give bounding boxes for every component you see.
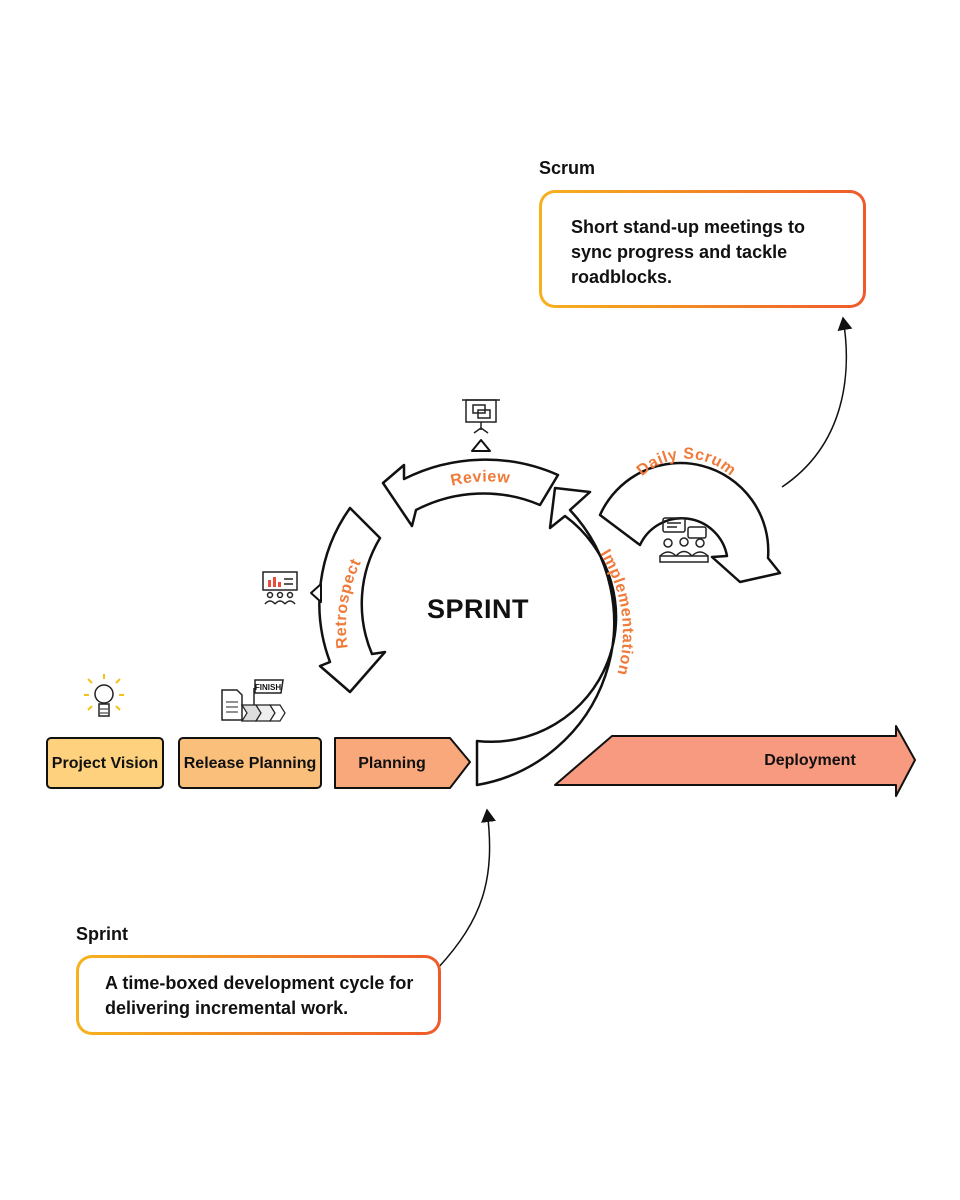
retrospect-arc bbox=[318, 506, 387, 694]
release-planning-box bbox=[178, 737, 322, 789]
sprint-callout-box: A time-boxed development cycle for deliv… bbox=[76, 955, 441, 1035]
review-label: Review bbox=[449, 468, 511, 489]
presentation-board-icon bbox=[462, 399, 500, 434]
project-vision-box bbox=[46, 737, 164, 789]
planning-arrow bbox=[334, 737, 471, 789]
team-meeting-icon bbox=[659, 517, 709, 563]
scrum-callout-text: Short stand-up meetings to sync progress… bbox=[542, 193, 863, 305]
sprint-center-title: SPRINT bbox=[427, 594, 530, 624]
review-pointer-icon bbox=[471, 439, 491, 452]
finish-flag-text: FINISH bbox=[255, 683, 281, 692]
review-arc bbox=[381, 458, 560, 528]
daily-scrum-arc bbox=[598, 461, 782, 584]
sprint-callout-title: Sprint bbox=[76, 924, 128, 944]
sprint-callout-text: A time-boxed development cycle for deliv… bbox=[79, 958, 438, 1032]
scrum-callout-box: Short stand-up meetings to sync progress… bbox=[539, 190, 866, 308]
lightbulb-icon bbox=[84, 674, 124, 717]
scrum-connector-arrow bbox=[781, 316, 853, 488]
sprint-connector-arrow bbox=[437, 808, 496, 969]
meeting-chart-icon bbox=[262, 571, 298, 605]
scrum-callout-title: Scrum bbox=[539, 158, 596, 178]
deployment-arrow bbox=[554, 725, 916, 797]
implementation-arc bbox=[475, 486, 618, 787]
retrospect-pointer-icon bbox=[310, 583, 322, 603]
finish-document-icon: FINISH bbox=[221, 679, 286, 722]
